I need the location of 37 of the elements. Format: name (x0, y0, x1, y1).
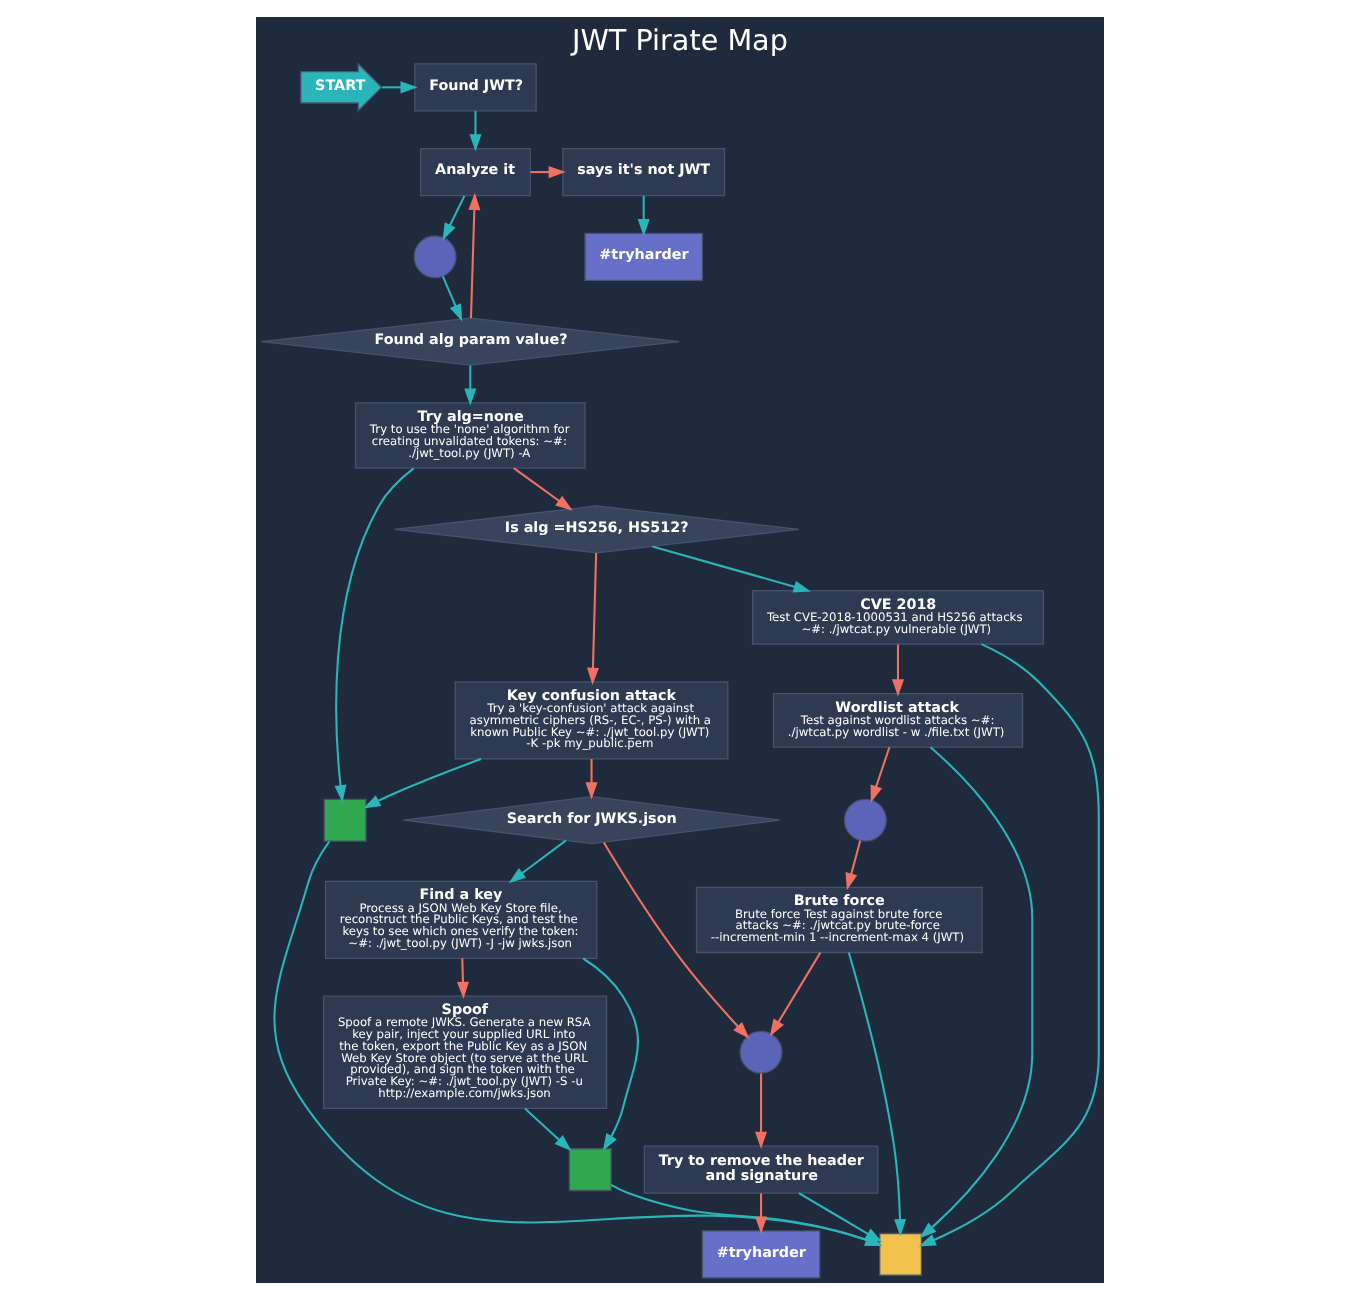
node-circle (413, 235, 457, 279)
node-box (568, 1148, 612, 1192)
arrow (755, 1073, 768, 1149)
arrow (469, 111, 482, 152)
arrow (755, 1193, 768, 1234)
arrow (513, 467, 573, 511)
arrow (870, 746, 891, 803)
arrow (442, 195, 466, 241)
arrow (456, 958, 469, 1000)
arrow (468, 192, 481, 319)
arrow (847, 952, 907, 1237)
arrow (637, 195, 650, 237)
node-box (323, 798, 367, 842)
arrow (530, 166, 566, 179)
arrow (441, 275, 463, 322)
arrow (464, 365, 477, 406)
arrow (652, 545, 811, 593)
arrow (798, 1192, 883, 1243)
arrow (891, 644, 904, 697)
arrow (334, 467, 415, 803)
arrow (610, 1184, 883, 1246)
arrow (845, 840, 862, 891)
arrow (919, 746, 1034, 1239)
diagram-title: JWT Pirate Map (572, 26, 788, 59)
arrow (508, 839, 567, 884)
arrow (769, 952, 822, 1037)
node-box (879, 1232, 923, 1276)
arrow (382, 81, 418, 94)
node-circle (843, 798, 887, 842)
arrow (918, 643, 1100, 1247)
arrow (585, 759, 598, 800)
arrow (582, 957, 639, 1151)
arrow (363, 758, 482, 809)
arrow (586, 553, 599, 686)
arrow (602, 841, 750, 1039)
arrow (524, 1107, 572, 1152)
node-circle (739, 1030, 783, 1074)
